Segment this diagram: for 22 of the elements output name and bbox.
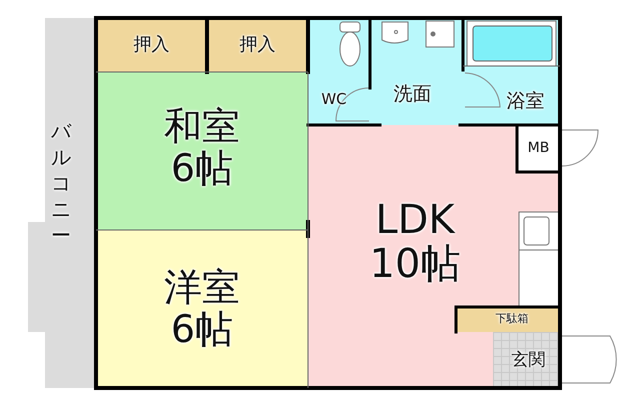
balcony	[28, 18, 94, 388]
room	[96, 230, 308, 388]
room-label: 下駄箱	[496, 313, 528, 326]
room-label: 玄関	[512, 350, 546, 370]
room-label: バルコニー	[51, 118, 71, 248]
closet	[207, 18, 308, 72]
living-room	[308, 125, 560, 388]
room-size: 6帖	[170, 309, 234, 351]
room-label: 押入	[240, 35, 276, 55]
closet	[96, 18, 207, 72]
room-label: 洗面	[394, 84, 432, 104]
room-label: MB	[528, 140, 550, 156]
room	[96, 72, 308, 230]
room-size: 10帖	[370, 242, 460, 286]
room-label: LDK	[375, 198, 455, 242]
room-label: 押入	[134, 35, 170, 55]
room-size: 6帖	[170, 148, 234, 190]
room-label: WC	[321, 91, 347, 108]
room-label: 和室	[164, 106, 240, 148]
room-label: 浴室	[506, 91, 544, 112]
entrance	[493, 332, 560, 388]
room-label: 洋室	[164, 267, 240, 309]
